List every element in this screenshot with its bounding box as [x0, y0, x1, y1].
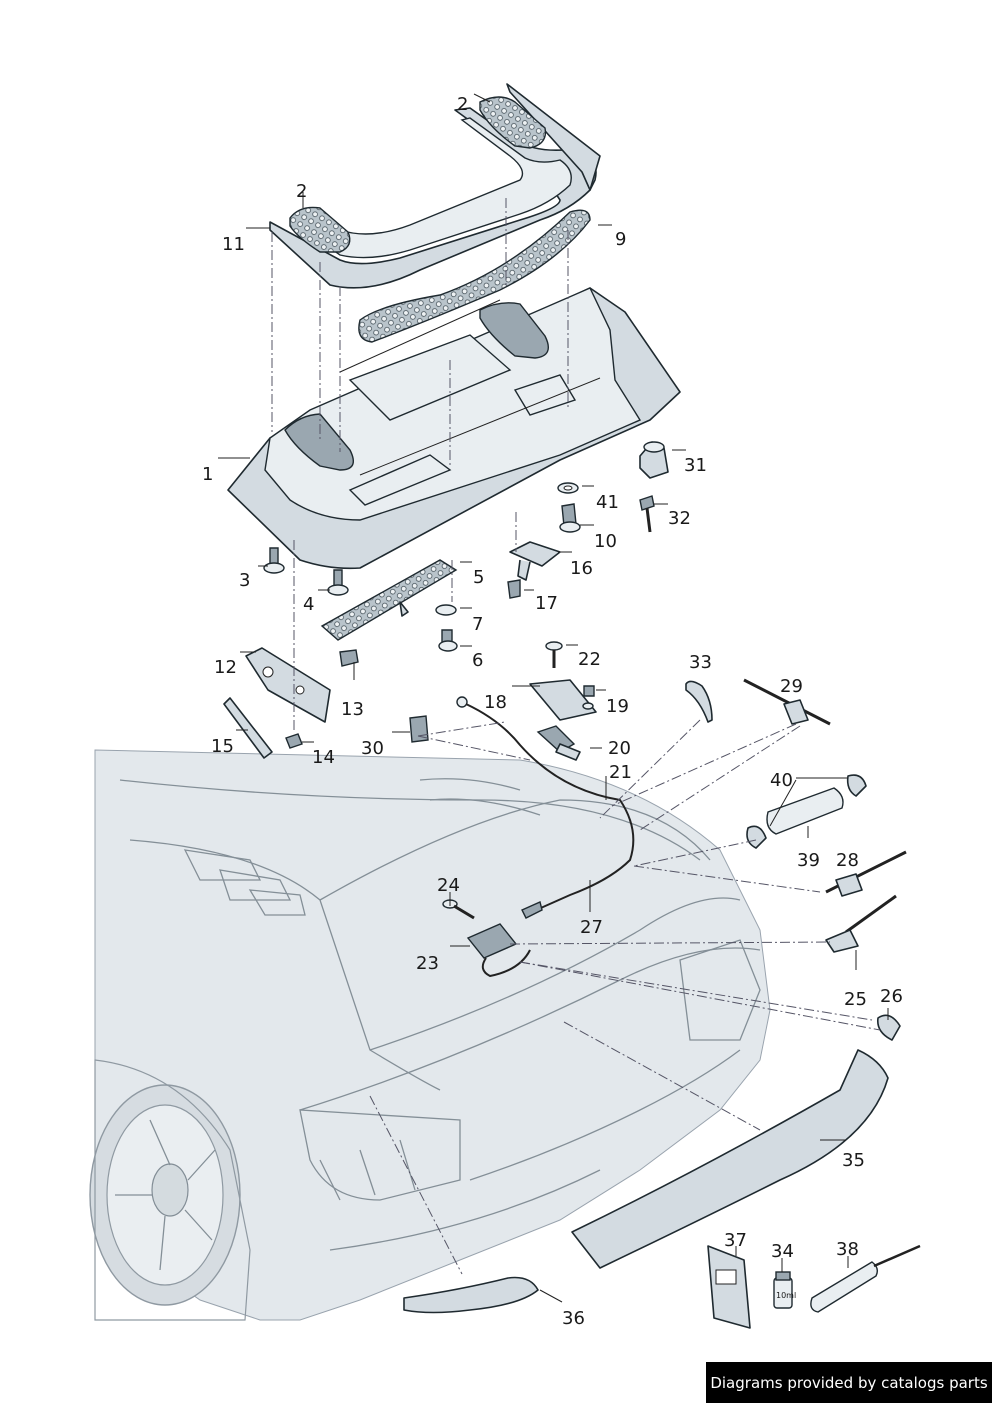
part-26-clip [876, 1014, 901, 1041]
part-20-switch [536, 725, 581, 761]
callout-7: 7 [472, 614, 483, 635]
part-3-screw [263, 547, 285, 574]
callout-9: 9 [615, 229, 626, 250]
wheel-illustration [89, 1059, 251, 1321]
part-22-screw [545, 641, 563, 668]
callout-21: 21 [609, 762, 632, 783]
part-41-washer [557, 482, 579, 494]
part-4-screw [327, 569, 349, 596]
alignment-lines [271, 198, 881, 1275]
callout-3: 3 [239, 570, 250, 591]
callout-24: 24 [437, 875, 460, 896]
bottle-label: 10ml [776, 1291, 796, 1300]
part-33-cable-tie [685, 680, 713, 723]
callout-26: 26 [880, 986, 903, 1007]
callout-15: 15 [211, 736, 234, 757]
callout-31: 31 [684, 455, 707, 476]
part-34-bottle: 10ml [773, 1271, 796, 1309]
callout-25: 25 [844, 989, 867, 1010]
callout-5: 5 [473, 567, 484, 588]
callout-17: 17 [535, 593, 558, 614]
part-31-lock-striker [639, 441, 669, 479]
callout-34: 34 [771, 1241, 794, 1262]
callout-37: 37 [724, 1230, 747, 1251]
callout-12: 12 [214, 657, 237, 678]
callout-27: 27 [580, 917, 603, 938]
part-13-bolt [339, 649, 359, 667]
callout-1: 1 [202, 464, 213, 485]
callout-29: 29 [780, 676, 803, 697]
part-17-nut [507, 579, 521, 599]
callout-32: 32 [668, 508, 691, 529]
callout-18: 18 [484, 692, 507, 713]
part-15-gas-strut [223, 697, 273, 759]
callout-28: 28 [836, 850, 859, 871]
callout-10: 10 [594, 531, 617, 552]
attribution-banner: Diagrams provided by catalogs parts [706, 1362, 992, 1403]
callout-22: 22 [578, 649, 601, 670]
callout-30: 30 [361, 738, 384, 759]
callout-39: 39 [797, 850, 820, 871]
part-5-mesh-strip [320, 559, 458, 641]
part-7-washer [435, 604, 457, 616]
callout-19: 19 [606, 696, 629, 717]
callout-numbers: 2 2 11 9 1 31 41 32 10 3 5 16 4 17 7 6 2… [202, 94, 903, 1329]
part-14-nut [285, 733, 303, 749]
callout-13: 13 [341, 699, 364, 720]
callout-20: 20 [608, 738, 631, 759]
part-30-clip [409, 715, 429, 743]
part-1-engine-cover [227, 287, 681, 570]
callout-36: 36 [562, 1308, 585, 1329]
part-2-mesh-insert-front [289, 206, 351, 253]
part-27-cable [521, 901, 543, 919]
callout-16: 16 [570, 558, 593, 579]
part-19-bracket [529, 679, 597, 721]
part-37-pouch [707, 1245, 751, 1329]
part-29-cable-tie [743, 678, 831, 726]
part-32-bolt [639, 495, 655, 533]
callout-41: 41 [596, 492, 619, 513]
part-18-cable-end [456, 696, 635, 916]
part-28-cable-tie [825, 850, 907, 897]
callout-2-front: 2 [296, 181, 307, 202]
part-6-screw [438, 629, 458, 652]
callout-33: 33 [689, 652, 712, 673]
part-12-hinge [245, 647, 331, 723]
part-10-screw [559, 503, 581, 533]
callout-38: 38 [836, 1239, 859, 1260]
part-9-mesh-strip [358, 209, 591, 343]
callout-23: 23 [416, 953, 439, 974]
part-25-cable-tie [825, 894, 897, 953]
callout-4: 4 [303, 594, 314, 615]
part-39-foam-tube [766, 787, 844, 835]
callout-2-rear: 2 [457, 94, 468, 115]
part-2-mesh-insert-rear [479, 96, 547, 149]
part-38-cartridge [810, 1244, 921, 1313]
part-40-clamps [746, 774, 867, 849]
callout-6: 6 [472, 650, 483, 671]
callout-40: 40 [770, 770, 793, 791]
part-16-bracket [509, 541, 561, 581]
callout-14: 14 [312, 747, 335, 768]
leader-lines [218, 93, 889, 1303]
callout-11: 11 [222, 234, 245, 255]
vehicle-rear-illustration [89, 749, 771, 1321]
part-35-rear-panel [571, 1049, 889, 1269]
callout-35: 35 [842, 1150, 865, 1171]
part-36-trim [403, 1276, 539, 1314]
